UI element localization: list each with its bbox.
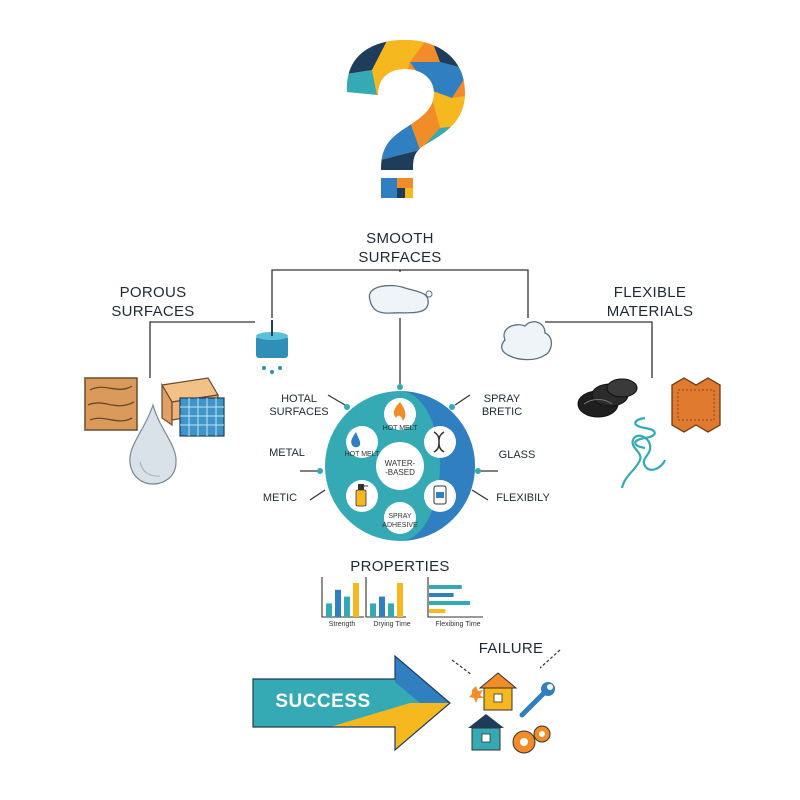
flexible-line-1: FLEXIBLE (613, 284, 687, 301)
spring-icon (620, 416, 667, 489)
center-line-1: WATER- (384, 459, 416, 468)
hotal-line-2: SURFACES (269, 406, 329, 418)
flexible-blob-icon (501, 321, 553, 361)
spray-line-1: SPRAY (483, 393, 521, 405)
chart-bar (326, 603, 332, 617)
drying-time-label: Drying Time (373, 621, 411, 628)
spray-connector (454, 394, 471, 406)
chart-bar (429, 585, 462, 589)
chart-axis (427, 577, 483, 618)
spray-bretic-label: SPRAY BRETIC (470, 393, 534, 419)
glass-label: GLASS (498, 449, 536, 461)
porous-surfaces-label: POROUS SURFACES (98, 283, 208, 321)
adhesive-drip-icon (256, 320, 288, 374)
flexible-line-2: MATERIALS (606, 303, 694, 320)
leather-patch-icon (671, 377, 721, 433)
success-arrow (252, 654, 451, 752)
porous-line-1: POROUS (119, 284, 187, 301)
wheel-spray-adhesive: SPRAY ADHESIVE (378, 512, 422, 530)
flexing-time-label: Flexibing Time (435, 621, 481, 628)
drop-icon (351, 432, 361, 448)
mesh-grid-icon (179, 397, 225, 437)
hotal-connector (327, 394, 346, 406)
failure-label: FAILURE (478, 640, 544, 657)
chart-bar (429, 593, 454, 597)
chart-bar (397, 583, 403, 617)
wheel-center-label: WATER- -BASED (376, 459, 424, 477)
center-line-2: -BASED (385, 468, 415, 477)
properties-title: PROPERTIES (350, 558, 450, 575)
chart-bar (429, 601, 470, 605)
chart-bar (370, 603, 376, 617)
flame-icon (393, 402, 406, 421)
spray-bottle-icon (355, 484, 368, 507)
success-label: SUCCESS (275, 691, 371, 712)
chart-bar (344, 596, 350, 617)
metic-label: METIC (262, 492, 298, 504)
metal-label: METAL (269, 447, 305, 459)
flexibily-label: FLEXIBILY (496, 492, 550, 504)
small-house-icon (468, 714, 504, 751)
smooth-surfaces-label: SMOOTH SURFACES (340, 229, 460, 267)
gears-icon (512, 725, 551, 754)
smooth-line-1: SMOOTH (366, 230, 434, 247)
chart-bar (335, 589, 341, 617)
splat-icon (469, 686, 484, 703)
wood-block-icon (84, 377, 138, 431)
wrench-icon (519, 682, 555, 718)
spray-line-2: BRETIC (481, 406, 523, 418)
question-mark-icon (346, 40, 465, 198)
strength-label: Strength (328, 621, 356, 628)
cartridge-icon (433, 485, 447, 505)
connector-dots (317, 384, 481, 474)
flexible-materials-label: FLEXIBLE MATERIALS (590, 283, 710, 321)
chart-bar (429, 609, 446, 613)
droplet-icon (129, 402, 177, 485)
chart-bar (379, 596, 385, 617)
wheel-hot-melt-top: HOT MELT (382, 425, 418, 432)
connector-lines (149, 269, 653, 501)
house-icon (478, 672, 518, 711)
spray-adhesive-line-1: SPRAY (388, 513, 412, 520)
hotal-surfaces-label: HOTAL SURFACES (264, 393, 334, 419)
dna-icon (433, 431, 445, 453)
porous-line-2: SURFACES (111, 303, 195, 320)
smooth-line-2: SURFACES (358, 249, 442, 266)
properties-charts (321, 577, 483, 618)
smooth-blob-icon (368, 284, 433, 314)
chart-bar (353, 583, 359, 617)
adhesive-wheel (325, 391, 475, 541)
wheel-hot-melt-left: HOT MELT (344, 451, 380, 458)
spray-adhesive-line-2: ADHESIVE (382, 522, 418, 529)
hotal-line-1: HOTAL (281, 393, 317, 405)
rubber-rolls-icon (577, 378, 638, 418)
chart-bar (388, 603, 394, 617)
failure-cluster (451, 649, 561, 754)
